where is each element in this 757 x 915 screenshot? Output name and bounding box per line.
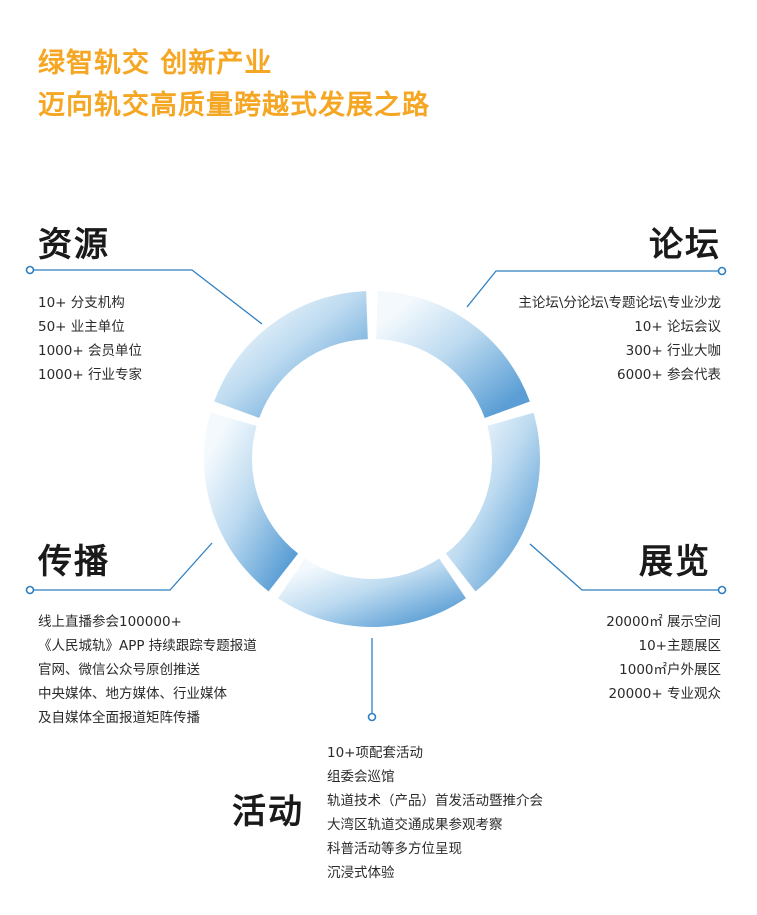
headline-line-1: 绿智轨交 创新产业 <box>38 48 273 79</box>
connector-media <box>30 542 213 591</box>
connector-dot-events <box>367 712 377 722</box>
list-item: 中央媒体、地方媒体、行业媒体 <box>38 686 227 702</box>
section-title-forum: 论坛 <box>649 225 721 265</box>
connector-dot-media <box>25 585 35 595</box>
list-item: 10+主题展区 <box>638 638 722 654</box>
list-resources: 10+ 分支机构 50+ 业主单位 1000+ 会员单位 1000+ 行业专家 <box>38 291 142 387</box>
section-title-events: 活动 <box>232 792 304 832</box>
ring-segment-exhibition <box>445 412 540 592</box>
list-forum: 主论坛\分论坛\专题论坛\专业沙龙 10+ 论坛会议 300+ 行业大咖 600… <box>518 291 721 387</box>
ring-segments <box>204 291 540 627</box>
connector-resources <box>30 269 263 325</box>
list-events: 10+项配套活动 组委会巡馆 轨道技术（产品）首发活动暨推介会 大湾区轨道交通成… <box>327 741 543 885</box>
list-item: 300+ 行业大咖 <box>625 343 721 359</box>
list-item: 10+ 分支机构 <box>38 295 125 311</box>
list-item: 20000+ 专业观众 <box>608 686 721 702</box>
connector-dot-exhibition <box>717 585 727 595</box>
ring-segment-forum <box>376 291 530 418</box>
list-item: 10+ 论坛会议 <box>634 319 721 335</box>
list-item: 1000+ 会员单位 <box>38 343 142 359</box>
ring-segment-media <box>204 412 299 592</box>
connector-forum <box>466 270 722 308</box>
ring-segment-resources <box>214 291 368 418</box>
list-item: 主论坛\分论坛\专题论坛\专业沙龙 <box>518 295 721 311</box>
section-title-media: 传播 <box>38 542 110 582</box>
list-item: 1000+ 行业专家 <box>38 367 142 383</box>
list-item: 科普活动等多方位呈现 <box>327 841 462 857</box>
section-title-exhibition: 展览 <box>639 542 711 582</box>
list-item: 线上直播参会100000+ <box>38 614 182 630</box>
connector-dot-forum <box>717 266 727 276</box>
list-media: 线上直播参会100000+ 《人民城轨》APP 持续跟踪专题报道 官网、微信公众… <box>38 610 257 730</box>
list-item: 6000+ 参会代表 <box>617 367 721 383</box>
list-item: 大湾区轨道交通成果参观考察 <box>327 817 503 833</box>
ring-segment-events <box>278 558 466 627</box>
list-item: 及自媒体全面报道矩阵传播 <box>38 710 200 726</box>
list-item: 50+ 业主单位 <box>38 319 125 335</box>
list-item: 《人民城轨》APP 持续跟踪专题报道 <box>38 638 257 654</box>
list-item: 组委会巡馆 <box>327 769 395 785</box>
list-item: 官网、微信公众号原创推送 <box>38 662 200 678</box>
connector-exhibition <box>529 543 722 591</box>
list-item: 20000㎡ 展示空间 <box>606 614 721 630</box>
section-title-resources: 资源 <box>38 225 110 265</box>
list-exhibition: 20000㎡ 展示空间 10+主题展区 1000㎡户外展区 20000+ 专业观… <box>606 610 721 706</box>
headline-line-2: 迈向轨交高质量跨越式发展之路 <box>38 90 430 121</box>
list-item: 轨道技术（产品）首发活动暨推介会 <box>327 793 543 809</box>
connector-dot-resources <box>25 265 35 275</box>
list-item: 10+项配套活动 <box>327 745 423 761</box>
list-item: 沉浸式体验 <box>327 865 395 881</box>
list-item: 1000㎡户外展区 <box>619 662 721 678</box>
